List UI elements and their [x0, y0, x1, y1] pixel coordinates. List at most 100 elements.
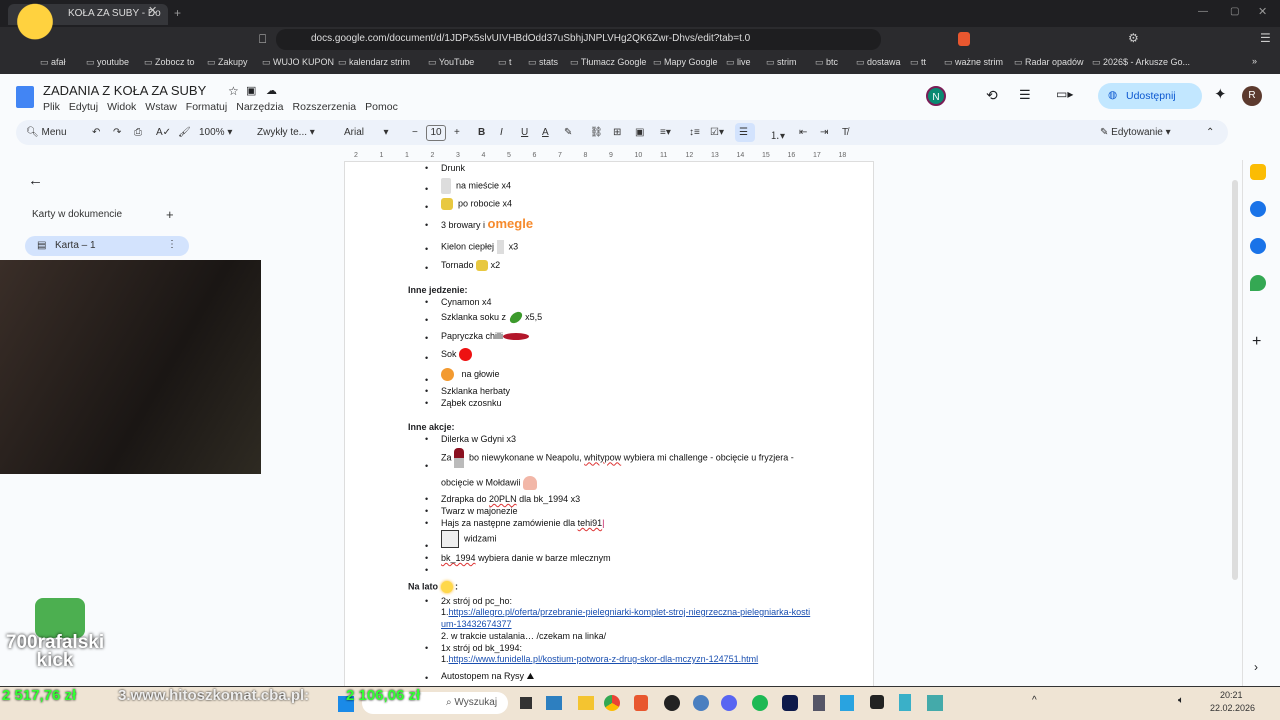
allegro-link[interactable]: https://allegro.pl/oferta/przebranie-pie… — [448, 607, 811, 617]
bookmark-icon[interactable]: ⎕ — [259, 32, 267, 46]
file-explorer-icon[interactable] — [578, 696, 594, 710]
meet-icon[interactable]: ▭▸ — [1056, 87, 1074, 101]
highlight-icon[interactable]: ✎ — [564, 127, 573, 138]
bookmark-item[interactable]: WUJO KUPON — [262, 57, 334, 68]
bookmark-item[interactable]: YouTube — [428, 57, 474, 68]
bullet-list-icon[interactable]: ☰ — [735, 123, 755, 142]
bookmark-item[interactable]: kalendarz strim — [338, 57, 410, 68]
app-icon[interactable] — [693, 695, 709, 711]
move-folder-icon[interactable]: ▣ — [246, 85, 257, 97]
image-icon[interactable]: ▣ — [635, 127, 645, 138]
bookmark-item[interactable]: Radar opadów — [1014, 57, 1084, 68]
menu-wstaw[interactable]: Wstaw — [145, 101, 177, 113]
maps-icon[interactable] — [1250, 275, 1266, 291]
zoom-select[interactable]: 100% ▾ — [199, 127, 233, 138]
bold-icon[interactable]: B — [478, 127, 486, 138]
clear-format-icon[interactable]: T̸ — [842, 127, 849, 138]
contacts-icon[interactable] — [1250, 238, 1266, 254]
app-icon[interactable] — [840, 695, 854, 711]
calculator-icon[interactable] — [813, 695, 825, 711]
menu-formatuj[interactable]: Formatuj — [185, 101, 228, 113]
brave-shield-icon[interactable] — [958, 32, 970, 46]
minimize-icon[interactable]: — — [1198, 6, 1208, 17]
app-icon[interactable] — [546, 696, 562, 710]
menu-rozszerzenia[interactable]: Rozszerzenia — [292, 101, 357, 113]
font-size-input[interactable]: 10 — [426, 125, 446, 141]
paint-format-icon[interactable]: 🖌︎ — [178, 127, 191, 138]
user-avatar[interactable]: R — [1242, 86, 1262, 106]
bookmark-item[interactable]: ważne strim — [944, 57, 1003, 68]
allegro-link-cont[interactable]: um-13432674377 — [441, 619, 512, 629]
comment-icon[interactable]: ⊞ — [613, 127, 622, 138]
add-addon-icon[interactable]: + — [1252, 333, 1262, 350]
bookmark-item[interactable]: afał — [40, 57, 66, 68]
tab-options-icon[interactable]: ⋮ — [167, 239, 177, 250]
bookmark-item[interactable]: youtube — [86, 57, 129, 68]
bookmark-item[interactable]: live — [726, 57, 751, 68]
add-tab-button[interactable]: + — [166, 207, 174, 222]
brave-icon[interactable] — [634, 695, 648, 711]
volume-icon[interactable]: 🔈︎ — [1178, 695, 1184, 706]
clock-date[interactable]: 22.02.2026 — [1210, 703, 1256, 713]
italic-icon[interactable]: I — [500, 127, 503, 138]
menu-edytuj[interactable]: Edytuj — [68, 101, 99, 113]
redo-icon[interactable]: ↷ — [113, 127, 122, 138]
search-menu-button[interactable]: 🔍︎ Menu — [26, 127, 67, 138]
bookmark-item[interactable]: Mapy Google — [653, 57, 718, 68]
chrome-icon[interactable] — [604, 695, 620, 711]
text-color-icon[interactable]: A — [542, 127, 549, 138]
bookmark-item[interactable]: dostawa — [856, 57, 901, 68]
document-tab-item[interactable]: ▤ Karta – 1 ⋮ — [25, 236, 189, 256]
version-history-icon[interactable]: ⟲ — [986, 87, 998, 103]
bookmark-item[interactable]: 2026$ - Arkusze Go... — [1092, 57, 1190, 68]
gemini-icon[interactable]: ✦ — [1214, 86, 1227, 103]
undo-icon[interactable]: ↶ — [92, 127, 101, 138]
link-icon[interactable]: ⛓ — [590, 127, 603, 138]
decrease-font-size[interactable]: − — [412, 127, 418, 138]
menu-narzedzia[interactable]: Narzędzia — [236, 101, 284, 113]
maximize-icon[interactable]: ▢ — [1230, 6, 1240, 17]
start-icon[interactable] — [338, 696, 354, 712]
star-icon[interactable]: ☆ — [228, 84, 239, 98]
numbered-list-icon[interactable]: ⒈▾ — [770, 131, 786, 142]
more-bookmarks-button[interactable]: » — [1252, 56, 1258, 66]
share-button[interactable]: Udostępnij◍ — [1098, 83, 1202, 109]
bookmark-item[interactable]: Zobocz to — [144, 57, 195, 68]
bookmark-item[interactable]: Tłumacz Google — [570, 57, 647, 68]
taskbar-search[interactable]: ⌕ Wyszukaj — [362, 692, 508, 714]
style-select[interactable]: Zwykły te... ▾ — [257, 127, 315, 138]
editing-mode-select[interactable]: ✎ Edytowanie ▾ — [1100, 127, 1171, 138]
bookmark-item[interactable]: stats — [528, 57, 558, 68]
menu-widok[interactable]: Widok — [107, 101, 137, 113]
url-input[interactable]: docs.google.com/document/d/1JDPx5slvUIVH… — [276, 29, 881, 50]
app-icon[interactable] — [927, 695, 943, 711]
bookmark-item[interactable]: tt — [910, 57, 926, 68]
extensions-icon[interactable]: ⚙ — [1128, 31, 1139, 45]
collaborator-avatar[interactable]: N — [926, 86, 946, 106]
davinci-icon[interactable] — [870, 695, 884, 709]
collapse-toolbar-icon[interactable]: ⌃ — [1206, 127, 1215, 138]
spellcheck-icon[interactable]: A✓ — [156, 127, 172, 138]
document-page[interactable]: •Drunk • na mieście x4 • po robocie x4 •… — [344, 162, 874, 686]
comments-icon[interactable]: ☰ — [1019, 87, 1031, 102]
obs-icon[interactable] — [664, 695, 680, 711]
notepad-icon[interactable] — [899, 694, 911, 711]
bookmark-item[interactable]: btc — [815, 57, 838, 68]
docs-logo-icon[interactable] — [16, 86, 34, 108]
document-title[interactable]: ZADANIA Z KOŁA ZA SUBY — [43, 83, 207, 98]
increase-indent-icon[interactable]: ⇥ — [820, 127, 829, 138]
print-icon[interactable]: ⎙ — [134, 127, 142, 138]
checklist-icon[interactable]: ☑▾ — [710, 127, 724, 138]
bookmark-item[interactable]: Zakupy — [207, 57, 248, 68]
browser-menu-icon[interactable]: ☰ — [1260, 31, 1271, 45]
teamviewer-icon[interactable] — [782, 695, 798, 711]
close-tab-icon[interactable]: ✕ — [148, 5, 158, 17]
decrease-indent-icon[interactable]: ⇤ — [799, 127, 808, 138]
font-select[interactable]: Arial ▾ — [344, 127, 389, 138]
align-icon[interactable]: ≡▾ — [660, 127, 671, 138]
menu-pomoc[interactable]: Pomoc — [365, 101, 398, 113]
line-spacing-icon[interactable]: ↕≡ — [689, 127, 700, 138]
new-tab-button[interactable]: + — [174, 6, 182, 20]
underline-icon[interactable]: U — [521, 127, 529, 138]
